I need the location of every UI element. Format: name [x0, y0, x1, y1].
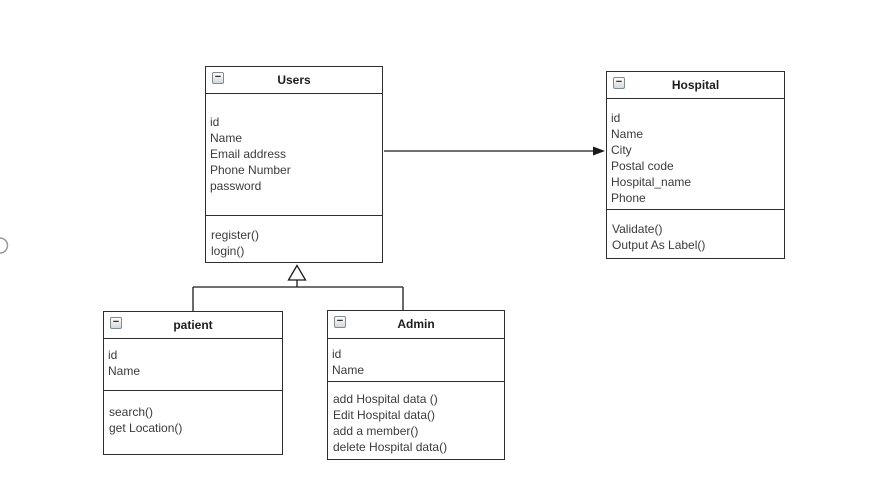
method: Output As Label(): [612, 238, 706, 252]
attributes-compartment: id Name Email address Phone Number passw…: [206, 94, 382, 216]
association-arrowhead-icon: [593, 146, 605, 156]
attribute: Phone Number: [210, 163, 291, 177]
attribute: password: [210, 179, 262, 193]
attribute: Hospital_name: [611, 175, 692, 189]
attribute: Name: [611, 127, 644, 141]
attributes-compartment: id Name: [104, 339, 282, 391]
class-header: − patient: [104, 312, 282, 339]
method: add Hospital data (): [333, 392, 438, 406]
association-users-hospital[interactable]: [384, 146, 605, 156]
method: login(): [211, 244, 245, 258]
class-title: patient: [173, 318, 213, 332]
method: add a member(): [333, 424, 419, 438]
methods-compartment: Validate() Output As Label(): [607, 210, 784, 258]
class-box-patient[interactable]: − patient id Name search() get Location(…: [103, 311, 283, 455]
class-box-hospital[interactable]: − Hospital id Name City Postal code Hosp…: [606, 71, 785, 259]
class-title: Users: [277, 73, 311, 87]
method: register(): [211, 228, 260, 242]
cropped-edge-artifact: [0, 237, 9, 254]
attributes-compartment: id Name: [328, 339, 504, 382]
attribute: id: [611, 111, 621, 125]
attribute: Name: [108, 364, 141, 378]
attribute: id: [108, 348, 118, 362]
methods-compartment: register() login(): [206, 216, 382, 262]
collapse-icon[interactable]: −: [613, 77, 625, 89]
method: delete Hospital data(): [333, 440, 448, 454]
attribute: Postal code: [611, 159, 674, 173]
method: Validate(): [612, 222, 663, 236]
methods-compartment: search() get Location(): [104, 391, 282, 454]
method: search(): [109, 405, 154, 419]
method: Edit Hospital data(): [333, 408, 436, 422]
attribute: id: [332, 347, 342, 361]
collapse-icon[interactable]: −: [110, 317, 122, 329]
generalization-connector[interactable]: [192, 264, 404, 312]
collapse-icon[interactable]: −: [334, 316, 346, 328]
attribute: Name: [210, 131, 243, 145]
attribute: Name: [332, 363, 365, 377]
class-header: − Hospital: [607, 72, 784, 99]
collapse-icon[interactable]: −: [212, 72, 224, 84]
class-box-users[interactable]: − Users id Name Email address Phone Numb…: [205, 66, 383, 263]
attribute: Phone: [611, 191, 646, 205]
method: get Location(): [109, 421, 183, 435]
class-header: − Admin: [328, 311, 504, 339]
class-box-admin[interactable]: − Admin id Name add Hospital data () Edi…: [327, 310, 505, 460]
attribute: id: [210, 115, 220, 129]
attributes-compartment: id Name City Postal code Hospital_name P…: [607, 99, 784, 210]
class-title: Admin: [397, 317, 435, 331]
attribute: City: [611, 143, 632, 157]
generalization-triangle-icon: [287, 264, 307, 281]
attribute: Email address: [210, 147, 287, 161]
class-title: Hospital: [671, 78, 720, 92]
class-header: − Users: [206, 67, 382, 94]
methods-compartment: add Hospital data () Edit Hospital data(…: [328, 382, 504, 459]
